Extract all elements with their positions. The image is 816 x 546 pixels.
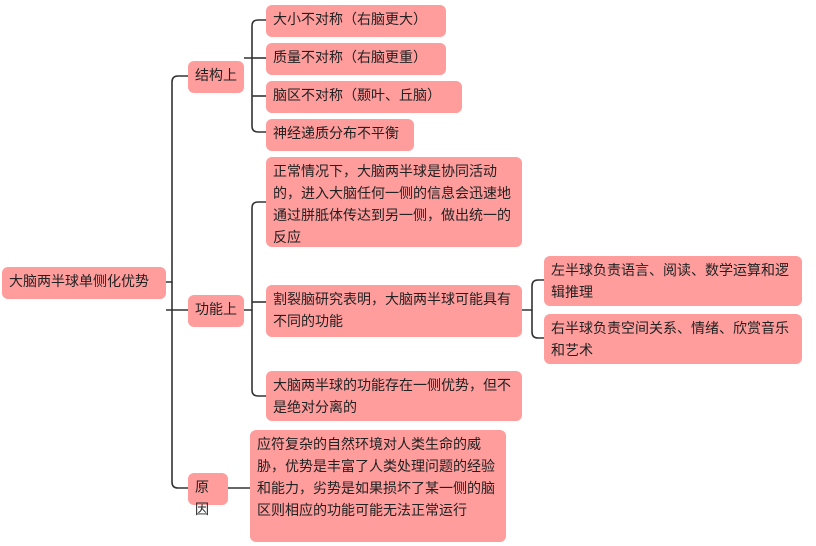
root-node[interactable]: 大脑两半球单侧化优势 [2,267,166,299]
left-hemisphere-node[interactable]: 左半球负责语言、阅读、数学运算和逻辑推理 [544,256,802,306]
function-coop-node[interactable]: 正常情况下，大脑两半球是协同活动的，进入大脑任何一侧的信息会迅速地通过胼胝体传达… [266,157,522,247]
branch-function[interactable]: 功能上 [188,295,244,327]
branch-structure[interactable]: 结构上 [188,61,244,93]
structure-mass-node[interactable]: 质量不对称（右脑更重） [266,43,446,75]
function-splitbrain-node[interactable]: 割裂脑研究表明，大脑两半球可能具有不同的功能 [266,285,522,337]
function-dominance-node[interactable]: 大脑两半球的功能存在一侧优势，但不是绝对分离的 [266,371,522,421]
right-hemisphere-node[interactable]: 右半球负责空间关系、情绪、欣赏音乐和艺术 [544,314,802,364]
structure-size-node[interactable]: 大小不对称（右脑更大） [266,5,446,37]
structure-region-node[interactable]: 脑区不对称（颞叶、丘脑） [266,81,462,113]
branch-reason[interactable]: 原因 [188,473,228,518]
reason-node[interactable]: 应符复杂的自然环境对人类生命的威胁，优势是丰富了人类处理问题的经验和能力，劣势是… [250,430,506,542]
structure-neuro-node[interactable]: 神经递质分布不平衡 [266,119,414,151]
